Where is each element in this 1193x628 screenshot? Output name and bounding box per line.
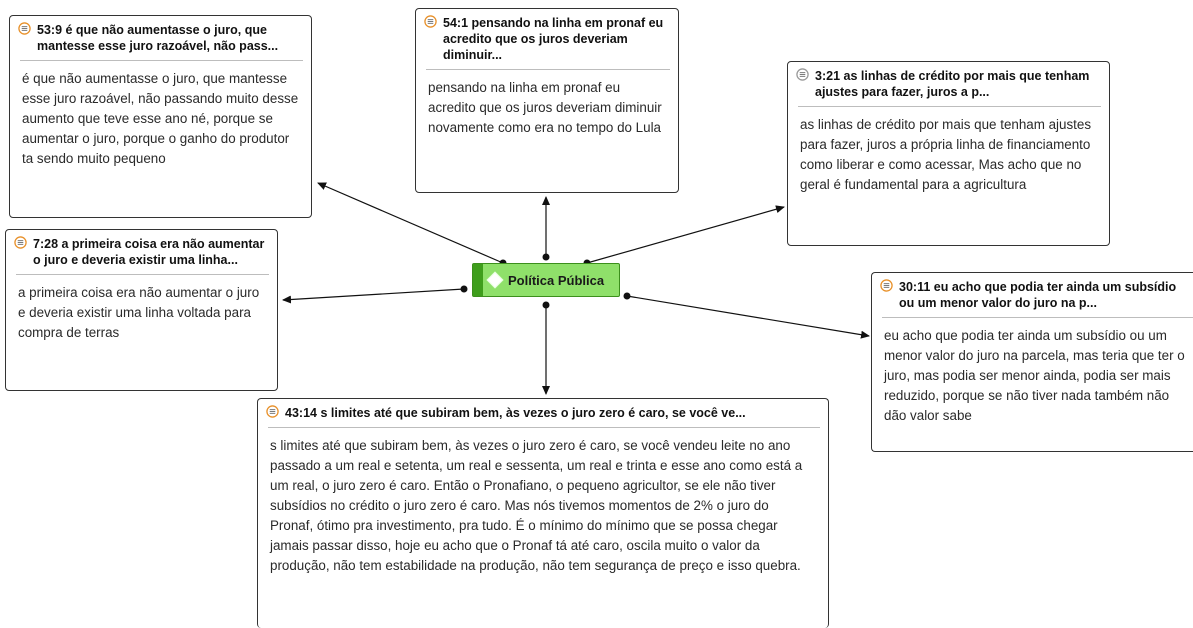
link-to-quote-7-28	[282, 285, 468, 304]
quotation-icon	[14, 236, 27, 249]
divider	[20, 60, 303, 61]
quotation-title: 53:9 é que não aumentasse o juro, que ma…	[37, 23, 279, 53]
link-to-quote-30-11	[623, 292, 870, 339]
divider	[16, 274, 269, 275]
quotation-title: 54:1 pensando na linha em pronaf eu acre…	[443, 16, 664, 62]
quotation-header: 43:14 s limites até que subiram bem, às …	[258, 399, 828, 427]
quotation-header: 53:9 é que não aumentasse o juro, que ma…	[10, 16, 311, 60]
link-to-quote-3-21	[583, 205, 785, 267]
quotation-text: s limites até que subiram bem, às vezes …	[270, 438, 803, 573]
quotation-header: 3:21 as linhas de crédito por mais que t…	[788, 62, 1109, 106]
quotation-icon	[18, 22, 31, 35]
quotation-text: é que não aumentasse o juro, que mantess…	[22, 71, 299, 166]
link-to-quote-54-1	[542, 196, 550, 261]
quotation-card-43-14[interactable]: 43:14 s limites até que subiram bem, às …	[257, 398, 829, 628]
quotation-header: 54:1 pensando na linha em pronaf eu acre…	[416, 9, 678, 69]
quotation-text: eu acho que podia ter ainda um subsídio …	[884, 328, 1185, 423]
code-node-politica-publica[interactable]: Política Pública	[472, 263, 620, 297]
quotation-title: 43:14 s limites até que subiram bem, às …	[285, 406, 746, 420]
quotation-text: pensando na linha em pronaf eu acredito …	[428, 80, 662, 135]
quotation-icon	[424, 15, 437, 28]
quotation-card-30-11[interactable]: 30:11 eu acho que podia ter ainda um sub…	[871, 272, 1193, 452]
code-color-stripe	[473, 264, 483, 296]
quotation-icon	[266, 405, 279, 418]
quotation-text: as linhas de crédito por mais que tenham…	[800, 117, 1092, 192]
link-to-quote-43-14	[542, 301, 550, 395]
quotation-card-7-28[interactable]: 7:28 a primeira coisa era não aumentar o…	[5, 229, 278, 391]
quotation-text: a primeira coisa era não aumentar o juro…	[18, 285, 260, 340]
link-to-quote-53-9	[317, 182, 507, 267]
quotation-title: 3:21 as linhas de crédito por mais que t…	[815, 69, 1090, 99]
quotation-card-3-21[interactable]: 3:21 as linhas de crédito por mais que t…	[787, 61, 1110, 246]
quotation-header: 30:11 eu acho que podia ter ainda um sub…	[872, 273, 1193, 317]
quotation-card-54-1[interactable]: 54:1 pensando na linha em pronaf eu acre…	[415, 8, 679, 193]
divider	[268, 427, 820, 428]
quotation-icon	[880, 279, 893, 292]
quotation-title: 7:28 a primeira coisa era não aumentar o…	[33, 237, 265, 267]
code-diamond-icon	[486, 271, 504, 289]
quotation-title: 30:11 eu acho que podia ter ainda um sub…	[899, 280, 1177, 310]
divider	[882, 317, 1193, 318]
quotation-header: 7:28 a primeira coisa era não aumentar o…	[6, 230, 277, 274]
quotation-icon	[796, 68, 809, 81]
quotation-card-53-9[interactable]: 53:9 é que não aumentasse o juro, que ma…	[9, 15, 312, 218]
divider	[798, 106, 1101, 107]
divider	[426, 69, 670, 70]
code-label: Política Pública	[508, 272, 605, 288]
